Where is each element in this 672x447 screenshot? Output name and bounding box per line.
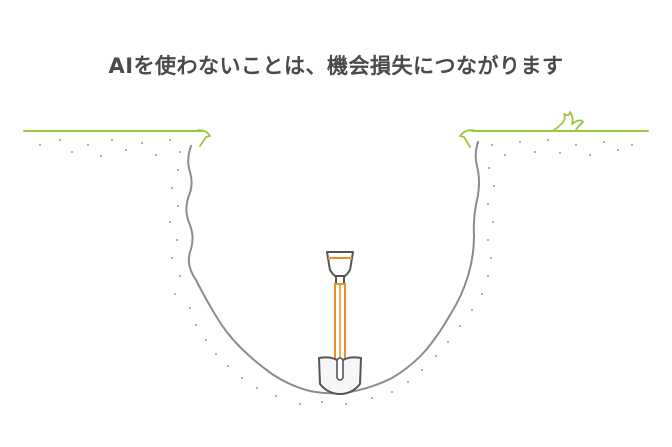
grass-sprout-icon [553, 111, 584, 131]
dirt-dots [39, 139, 633, 405]
grass-tuft-icon [459, 129, 477, 148]
shovel-icon [318, 251, 362, 395]
grass-tuft-icon [194, 129, 211, 147]
page-title: AIを使わないことは、機会損失につながります [108, 54, 564, 78]
pit-outline [185, 141, 480, 395]
